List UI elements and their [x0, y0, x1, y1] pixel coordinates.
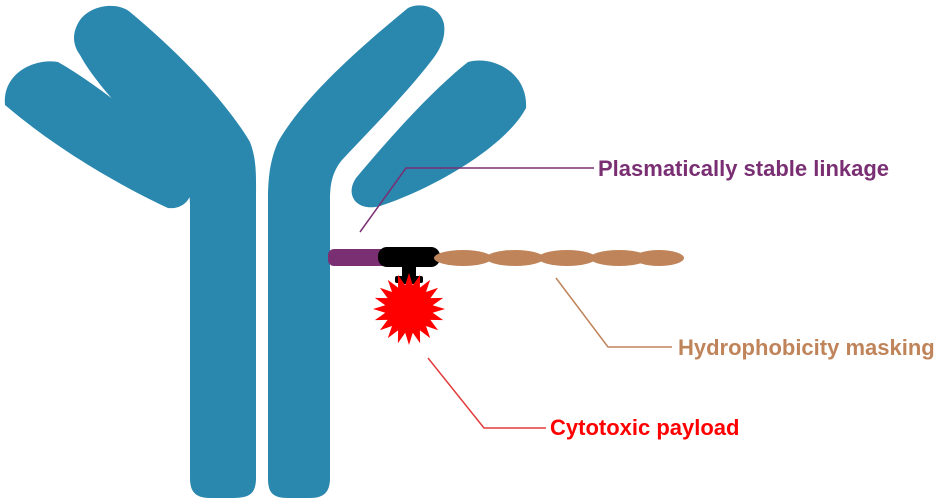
antibody-left-outer-arm	[4, 61, 192, 209]
masking-label: Hydrophobicity masking	[678, 335, 935, 360]
payload-label: Cytotoxic payload	[550, 415, 739, 440]
connector-piece	[378, 247, 440, 284]
antibody-right-outer-arm	[351, 60, 527, 208]
linkage-leader-line	[359, 167, 594, 233]
linkage-label: Plasmatically stable linkage	[598, 156, 889, 181]
antibody-icon	[4, 5, 527, 499]
masking-leader-line	[555, 277, 672, 348]
payload-starburst-icon	[373, 273, 445, 345]
antibody-left-heavy-chain	[74, 5, 257, 498]
payload-leader-line	[427, 357, 546, 429]
antibody-right-heavy-chain	[268, 5, 445, 499]
masking-chain	[434, 250, 684, 266]
linkage-bar	[328, 249, 390, 266]
